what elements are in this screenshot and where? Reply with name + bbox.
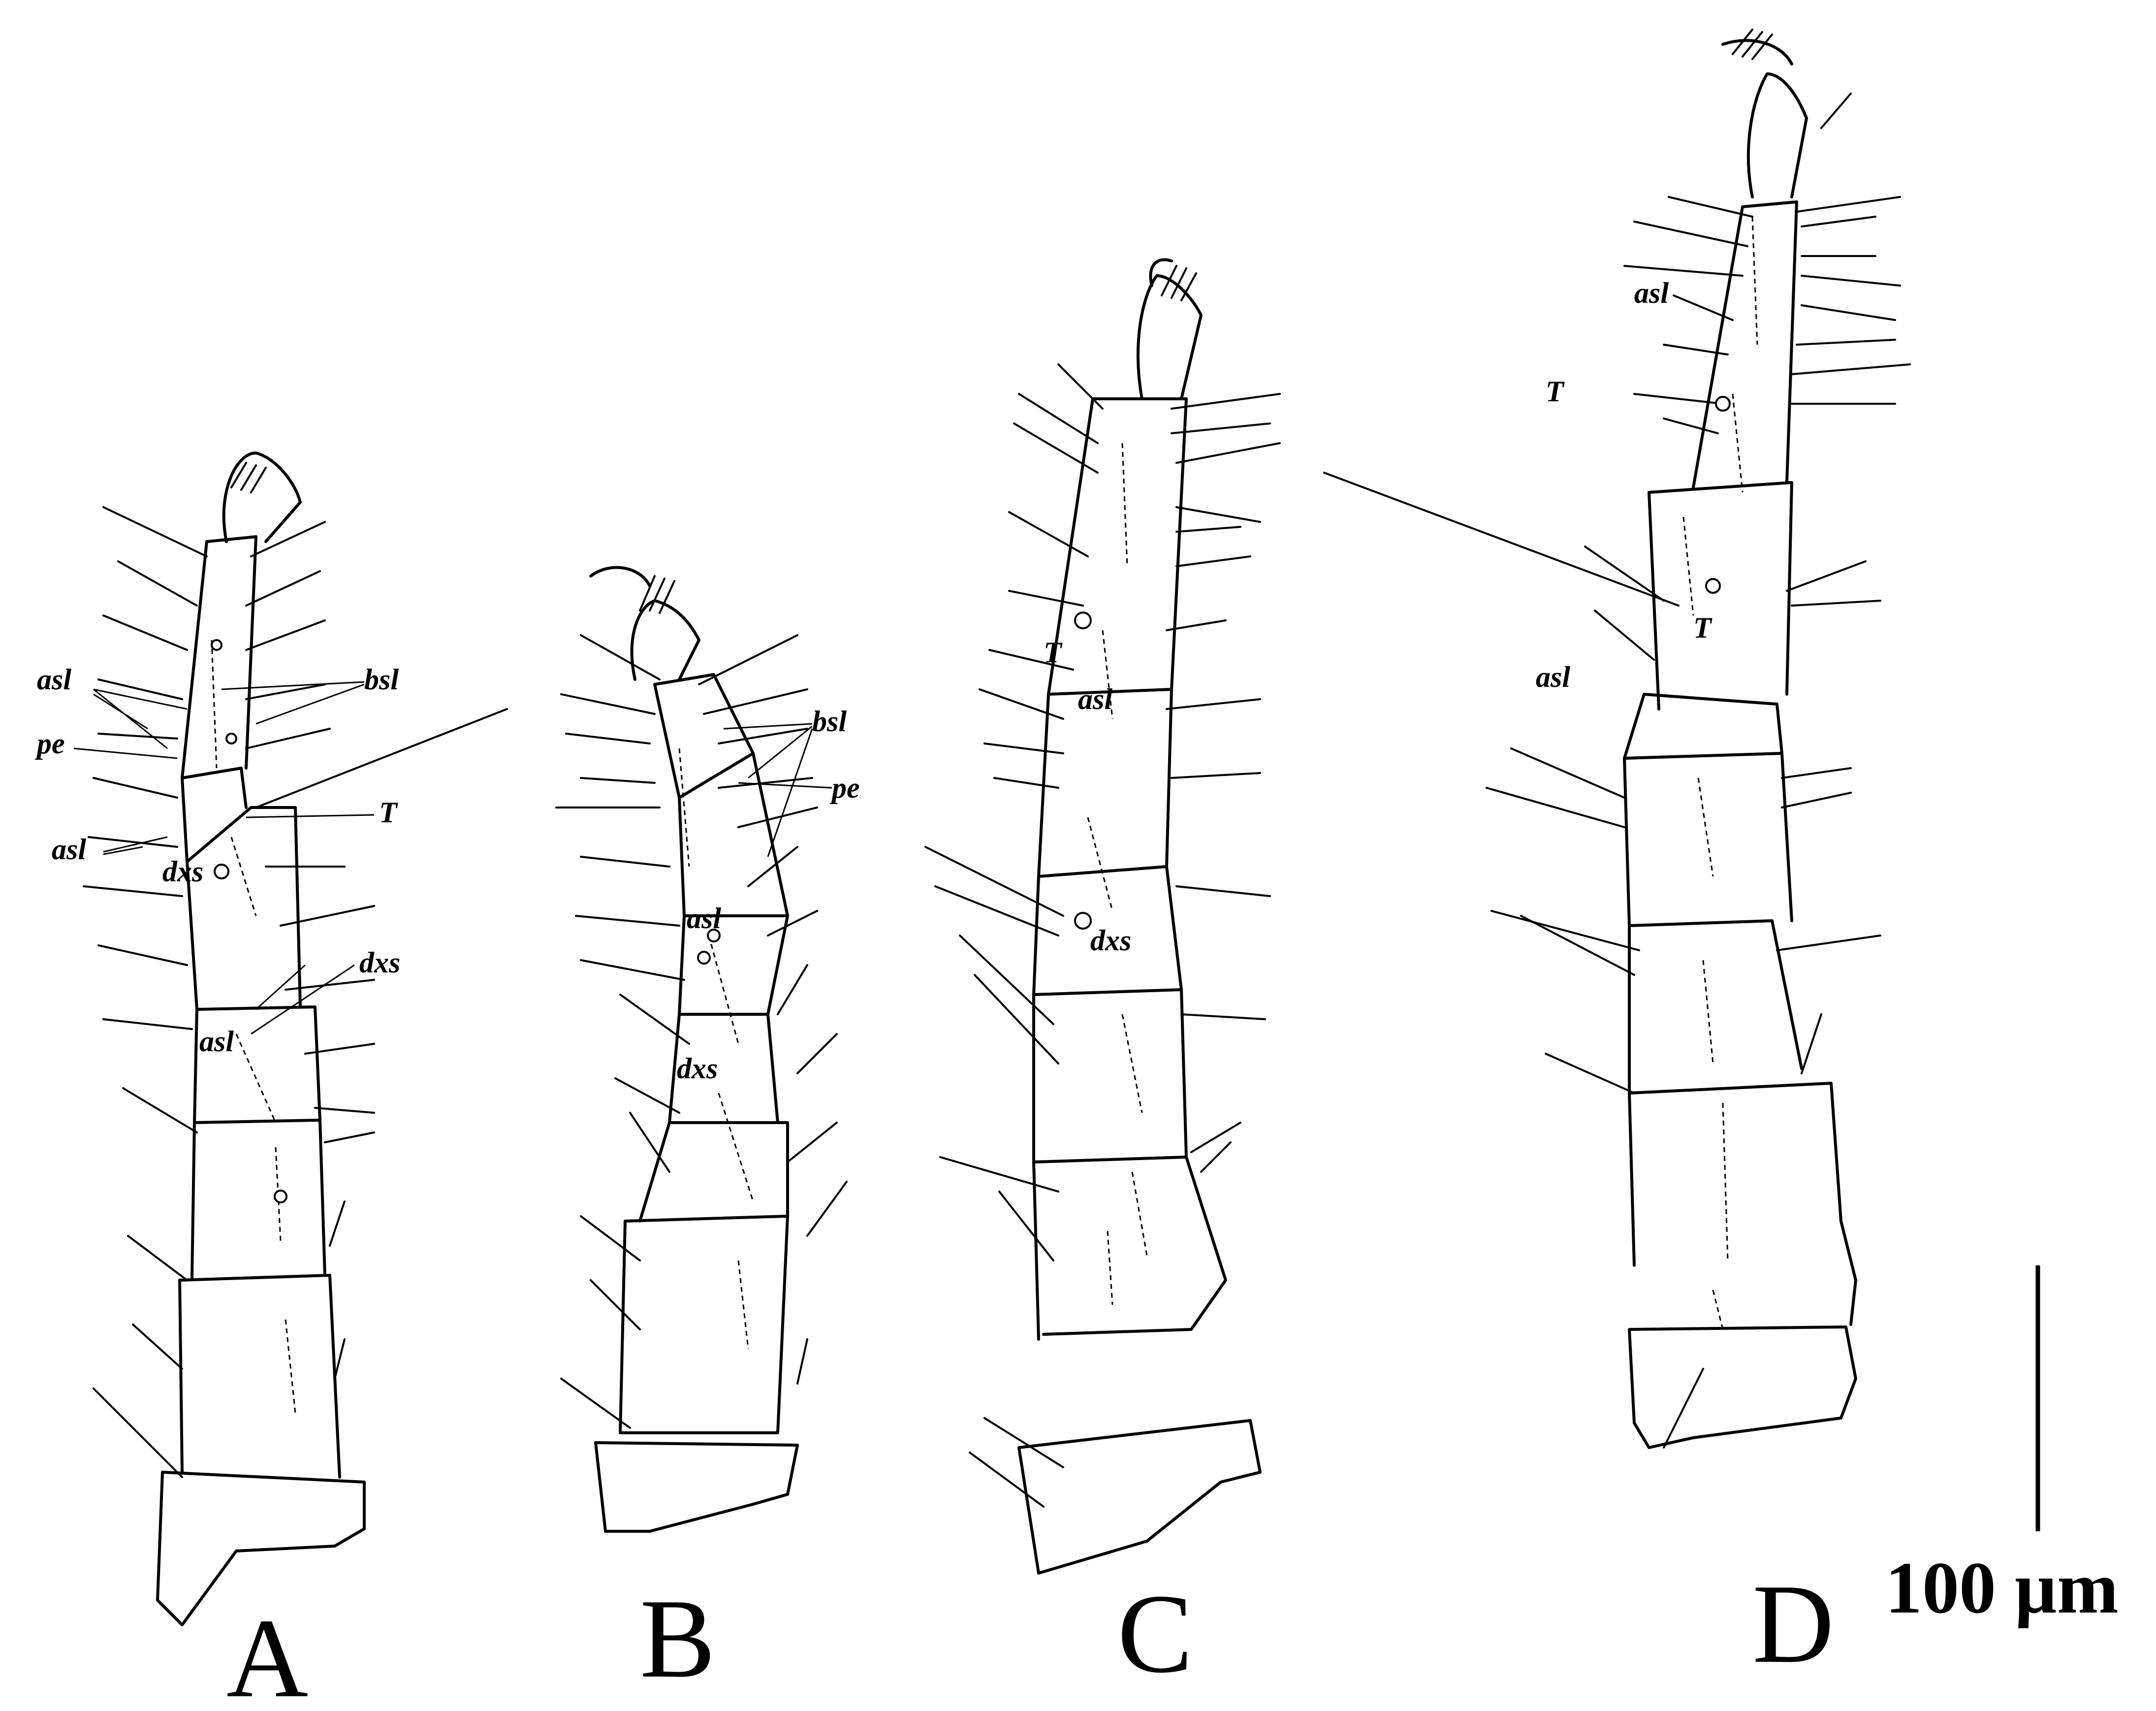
label-asl-d1: asl bbox=[1634, 277, 1669, 309]
label-asl-c: asl bbox=[1078, 683, 1112, 715]
label-t-a: T bbox=[379, 796, 398, 829]
panel-letter-d: D bbox=[1752, 1561, 1834, 1686]
panel-letter-c: C bbox=[1117, 1571, 1193, 1696]
label-pe-b: pe bbox=[829, 772, 860, 804]
antenna-a bbox=[83, 452, 508, 1626]
label-t-d2: T bbox=[1693, 612, 1712, 644]
label-bsl-a: bsl bbox=[364, 663, 399, 696]
label-dxs-a2: dxs bbox=[359, 946, 400, 979]
antenna-d bbox=[1323, 29, 1911, 1449]
panel-letter-a: A bbox=[226, 1595, 308, 1711]
label-asl-a1: asl bbox=[37, 663, 71, 696]
label-t-d1: T bbox=[1546, 375, 1565, 408]
label-pe-a: pe bbox=[34, 727, 65, 760]
panel-letters: A B C D bbox=[226, 1561, 1834, 1711]
label-dxs-a1: dxs bbox=[162, 855, 203, 888]
label-dxs-b: dxs bbox=[677, 1052, 718, 1085]
scale-bar-label: 100 µm bbox=[1885, 1547, 2119, 1629]
antenna-c bbox=[924, 258, 1281, 1575]
label-asl-b: asl bbox=[687, 902, 721, 935]
label-asl-d2: asl bbox=[1536, 661, 1570, 693]
label-t-c: T bbox=[1044, 636, 1063, 669]
scale-bar: 100 µm bbox=[1885, 1265, 2119, 1629]
antenna-b bbox=[555, 566, 848, 1533]
label-asl-a3: asl bbox=[199, 1025, 234, 1058]
panel-letter-b: B bbox=[640, 1576, 715, 1701]
label-bsl-b: bsl bbox=[812, 705, 847, 738]
label-dxs-c: dxs bbox=[1090, 924, 1131, 957]
structure-labels: asl bsl pe T asl dxs dxs asl bsl pe asl … bbox=[34, 277, 1712, 1085]
label-asl-a2: asl bbox=[52, 833, 86, 866]
